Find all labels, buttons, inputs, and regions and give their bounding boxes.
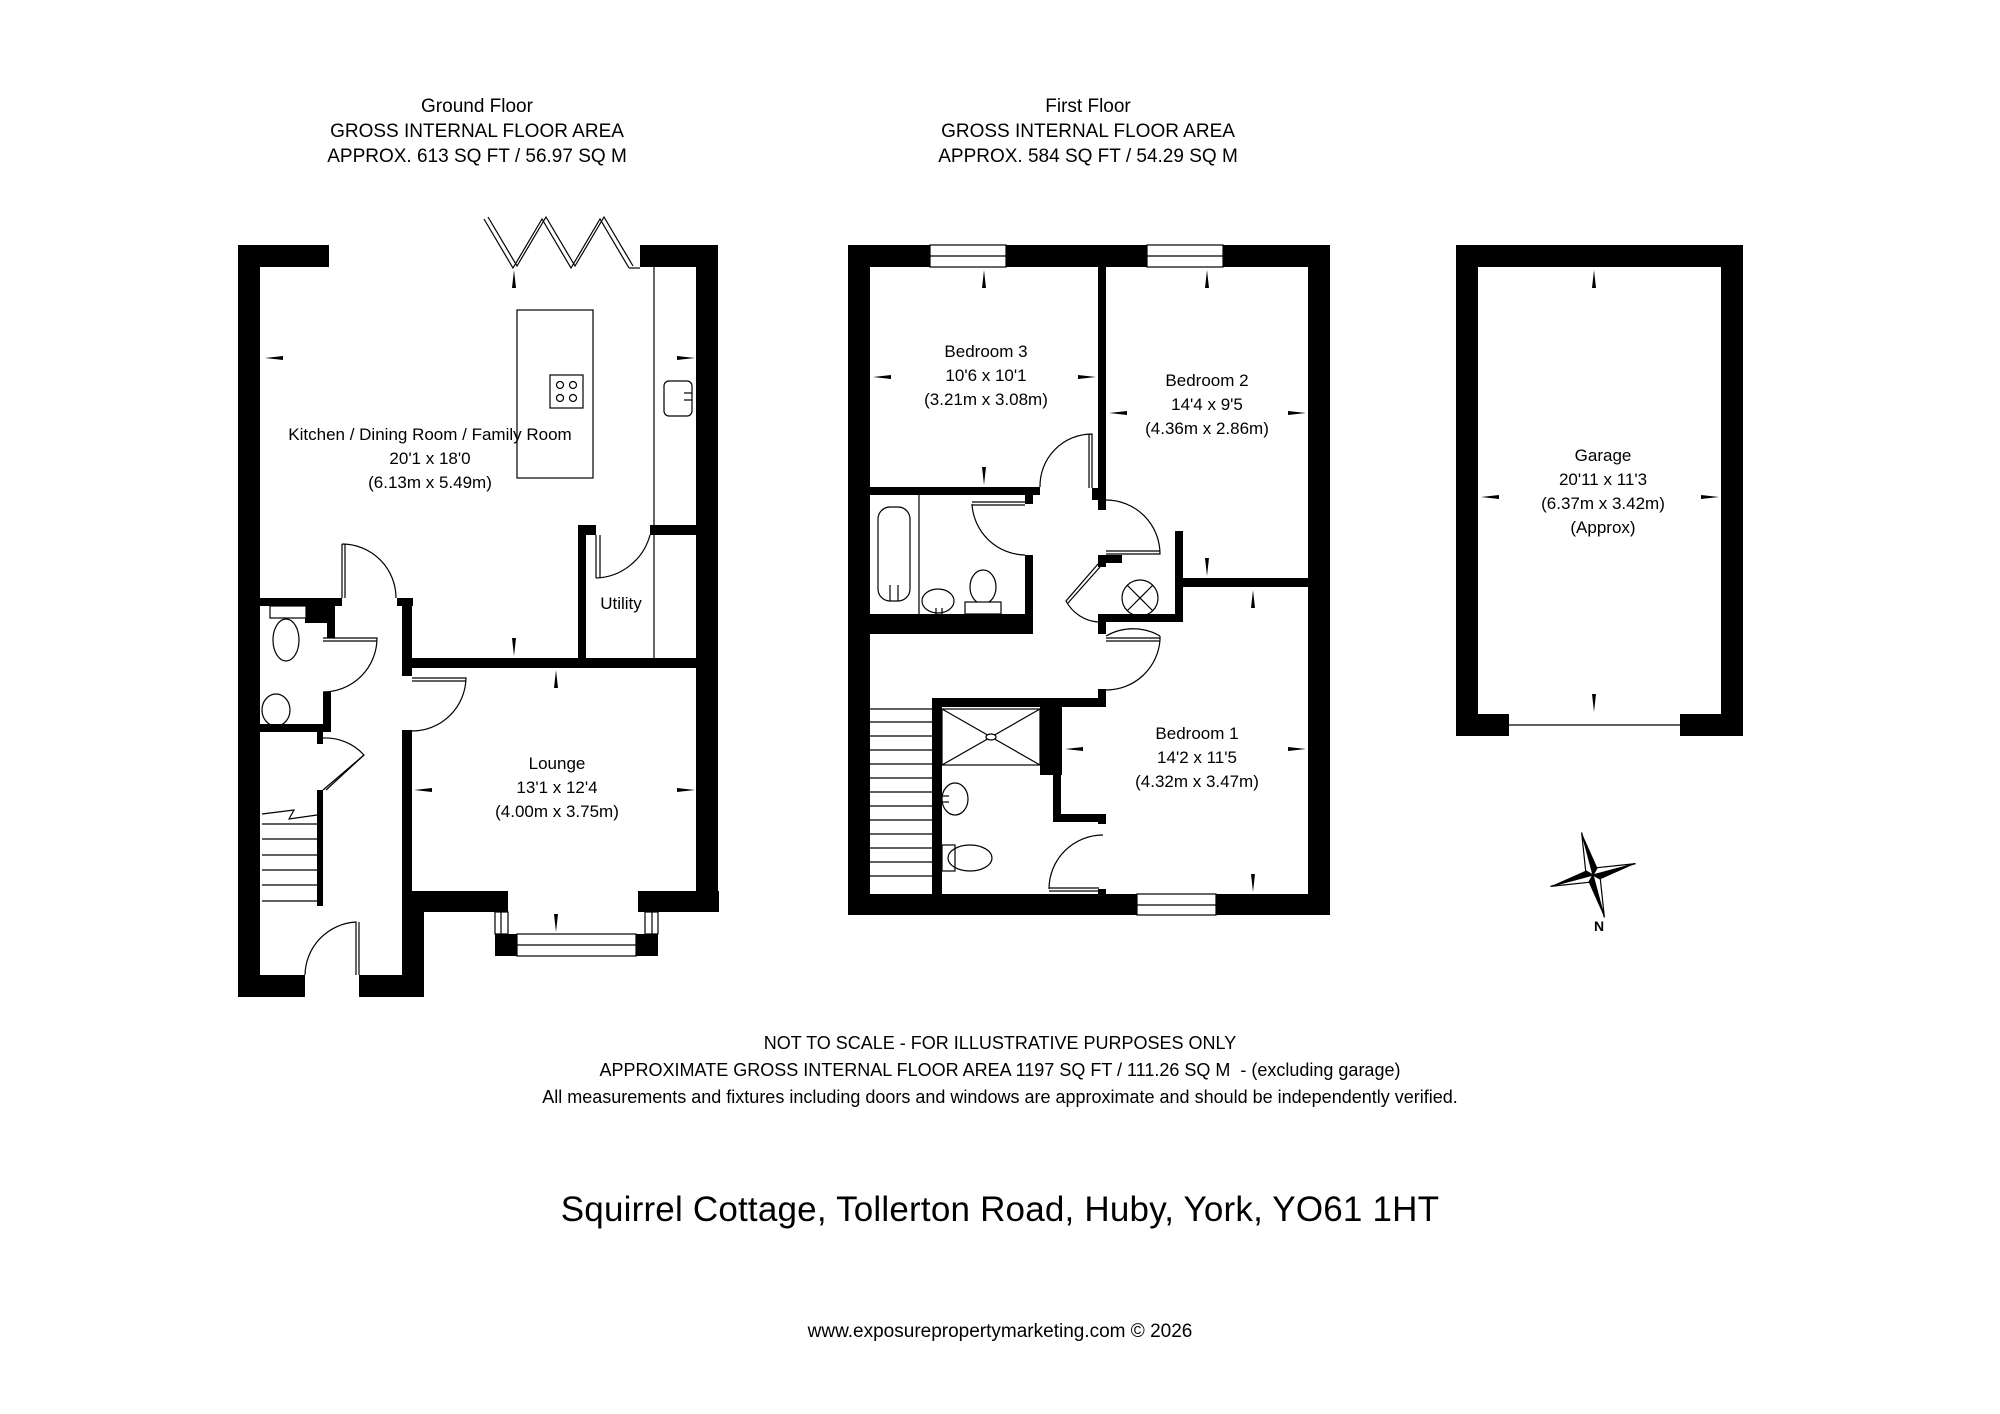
notes-line-1: NOT TO SCALE - FOR ILLUSTRATIVE PURPOSES… xyxy=(763,1033,1237,1053)
notes-line-3: All measurements and fixtures including … xyxy=(542,1087,1458,1107)
utility-name: Utility xyxy=(600,594,642,613)
room-label-kitchen: Kitchen / Dining Room / Family Room 20'1… xyxy=(288,423,571,495)
ground-floor-stairs xyxy=(261,809,318,902)
disclaimer-notes: NOT TO SCALE - FOR ILLUSTRATIVE PURPOSES… xyxy=(0,1030,2000,1111)
compass-rose-icon xyxy=(1550,832,1636,918)
bedroom-3-imperial: 10'6 x 10'1 xyxy=(945,366,1027,385)
room-label-lounge: Lounge 13'1 x 12'4 (4.00m x 3.75m) xyxy=(495,752,619,824)
room-label-utility: Utility xyxy=(600,592,642,616)
room-label-garage: Garage 20'11 x 11'3 (6.37m x 3.42m) (App… xyxy=(1541,444,1665,540)
bedroom-2-name: Bedroom 2 xyxy=(1165,371,1249,390)
kitchen-metric: (6.13m x 5.49m) xyxy=(368,473,492,492)
ground-floor-area: APPROX. 613 SQ FT / 56.97 SQ M xyxy=(327,146,627,167)
garage-note: (Approx) xyxy=(1570,518,1636,537)
lounge-imperial: 13'1 x 12'4 xyxy=(516,778,598,797)
room-label-bedroom-1: Bedroom 1 14'2 x 11'5 (4.32m x 3.47m) xyxy=(1135,722,1259,794)
bedroom-3-metric: (3.21m x 3.08m) xyxy=(924,390,1048,409)
first-floor-plan xyxy=(848,244,1330,916)
garage-plan xyxy=(1456,245,1743,736)
bedroom-2-metric: (4.36m x 2.86m) xyxy=(1145,419,1269,438)
bedroom-2-imperial: 14'4 x 9'5 xyxy=(1171,395,1243,414)
ground-floor-title: Ground Floor xyxy=(421,96,533,117)
compass-north-label: N xyxy=(1594,918,1605,934)
bedroom-1-name: Bedroom 1 xyxy=(1155,724,1239,743)
bedroom-3-name: Bedroom 3 xyxy=(944,342,1028,361)
ground-floor-header: Ground Floor GROSS INTERNAL FLOOR AREA A… xyxy=(277,94,677,169)
first-floor-area: APPROX. 584 SQ FT / 54.29 SQ M xyxy=(938,146,1238,167)
lounge-name: Lounge xyxy=(528,754,586,773)
lounge-metric: (4.00m x 3.75m) xyxy=(495,802,619,821)
room-label-bedroom-3: Bedroom 3 10'6 x 10'1 (3.21m x 3.08m) xyxy=(924,340,1048,412)
kitchen-imperial: 20'1 x 18'0 xyxy=(389,449,471,468)
kitchen-name: Kitchen / Dining Room / Family Room xyxy=(288,425,572,444)
notes-line-2: APPROXIMATE GROSS INTERNAL FLOOR AREA 11… xyxy=(599,1060,1401,1080)
first-floor-stairs xyxy=(870,708,932,877)
bedroom-1-metric: (4.32m x 3.47m) xyxy=(1135,772,1259,791)
ground-floor-plan xyxy=(238,215,719,997)
garage-imperial: 20'11 x 11'3 xyxy=(1558,470,1648,489)
ground-floor-subtitle: GROSS INTERNAL FLOOR AREA xyxy=(330,121,624,142)
footer-copyright: www.exposurepropertymarketing.com © 2026 xyxy=(807,1321,1193,1342)
garage-metric: (6.37m x 3.42m) xyxy=(1541,494,1665,513)
first-floor-header: First Floor GROSS INTERNAL FLOOR AREA AP… xyxy=(888,94,1288,169)
bedroom-1-imperial: 14'2 x 11'5 xyxy=(1157,748,1237,767)
first-floor-title: First Floor xyxy=(1045,96,1131,117)
garage-name: Garage xyxy=(1574,446,1632,465)
property-address: Squirrel Cottage, Tollerton Road, Huby, … xyxy=(560,1190,1440,1229)
first-floor-subtitle: GROSS INTERNAL FLOOR AREA xyxy=(941,121,1235,142)
room-label-bedroom-2: Bedroom 2 14'4 x 9'5 (4.36m x 2.86m) xyxy=(1145,369,1269,441)
